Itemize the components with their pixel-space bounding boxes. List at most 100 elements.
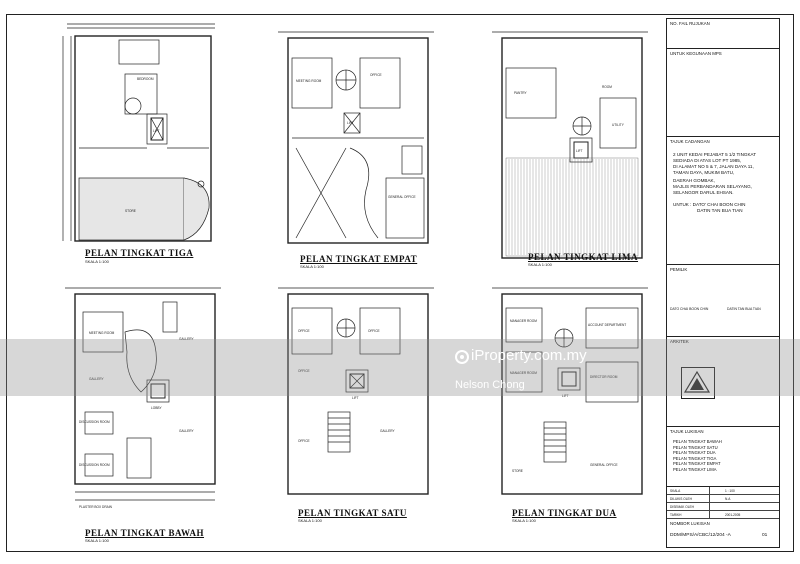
project-line-3: DI ALAMAT NO 5 & 7, JALAN DAYA 11,: [673, 164, 754, 169]
plan-satu-room-6: OFFICE: [298, 439, 310, 443]
project-line-7: SELANGOR DARUL EHSAN.: [673, 190, 734, 195]
info-key-3: DISEMAK OLEH: [670, 504, 694, 509]
info-val-4: 2001-2005: [725, 512, 741, 517]
plan-tiga-scale: SKALA 1:100: [85, 259, 109, 264]
plan-empat-room-2: OFFICE: [370, 73, 382, 77]
drawing-item-2: PELAN TINGKAT SATU: [673, 444, 718, 450]
plan-empat-room-4: GENERAL OFFICE: [388, 195, 416, 199]
plan-tingkat-lima: PANTRY ROOM LIFT UTILITY PELAN TINGKAT L…: [482, 18, 657, 268]
architect-stamp: [681, 367, 715, 399]
drawing-item-6: PELAN TINGKAT LIMA: [673, 466, 717, 472]
file-ref-box: NO. FAIL RUJUKAN: [667, 19, 779, 49]
architect-stamp-icon: [683, 370, 711, 393]
plan-lima-title: PELAN TINGKAT LIMA: [528, 252, 639, 262]
plan-tiga-title: PELAN TINGKAT TIGA: [85, 248, 194, 258]
plan-lima-room-1: PANTRY: [514, 91, 528, 95]
plan-satu-room-3: OFFICE: [298, 369, 310, 373]
owner-label: PEMILIK: [670, 267, 688, 272]
plan-satu-room-4: LIFT: [352, 396, 359, 400]
plan-empat-room-3: LIFT: [347, 121, 354, 125]
watermark-brand: iProperty.com.my: [471, 347, 587, 364]
project-label: TAJUK CADANGAN: [670, 139, 710, 144]
plan-bawah-note: PLASTER BOX DRAIN: [79, 505, 113, 509]
plan-tiga-room-1: BEDROOM: [137, 77, 154, 81]
drawing-title-label: TAJUK LUKISAN: [670, 429, 704, 434]
plan-bawah-room-5: DISCUSSION ROOM: [79, 420, 110, 424]
drawing-title-box: TAJUK LUKISAN PELAN TINGKAT BAWAH PELAN …: [667, 427, 779, 487]
plan-lima-room-2: ROOM: [602, 85, 612, 89]
plan-dua-room-7: STORE: [512, 469, 523, 473]
approval-label: UNTUK KEGUNAAN MPS: [670, 51, 722, 56]
plan-satu-title: PELAN TINGKAT SATU: [298, 508, 407, 518]
architect-label: ARKITEK: [670, 339, 689, 344]
plan-satu-room-2: OFFICE: [368, 329, 380, 333]
info-key-4: TARIKH: [670, 512, 682, 517]
info-val-2: N.A: [725, 496, 731, 501]
plan-tingkat-tiga: BEDROOM LIFT STORE PELAN TINGKAT TIGA SK…: [55, 18, 225, 264]
info-row-date: TARIKH 2001-2005: [667, 511, 779, 519]
client-line-1: UNTUK : DATO' CHAI BOON CHIN: [673, 202, 746, 207]
info-row-scale: SKALA 1 : 100: [667, 487, 779, 495]
plan-tiga-drawing: BEDROOM LIFT STORE: [62, 23, 215, 242]
plan-satu-drawing: OFFICE OFFICE OFFICE LIFT GALLERY OFFICE: [278, 287, 434, 495]
plan-dua-room-4: MANAGER ROOM: [510, 371, 537, 375]
client-line-2: DATIN TAN BUA TIAN: [697, 208, 743, 213]
plan-lima-drawing: PANTRY ROOM LIFT UTILITY: [492, 31, 648, 259]
plan-tiga-room-3: STORE: [125, 209, 136, 213]
drawing-item-5: PELAN TINGKAT EMPAT: [673, 461, 721, 467]
info-key-1: SKALA: [670, 488, 681, 493]
drawing-number-box: NOMBOR LUKISAN DDM/MPS/A/CBC/12/204 -A 0…: [667, 519, 779, 547]
plan-dua-room-3: DIRECTOR ROOM: [590, 375, 618, 379]
plan-dua-room-5: GENERAL OFFICE: [590, 463, 618, 467]
drawing-item-1: PELAN TINGKAT BAWAH: [673, 439, 722, 444]
approval-box: UNTUK KEGUNAAN MPS: [667, 49, 779, 137]
plan-bawah-drawing: MEETING ROOM GALLERY GALLERY LOBBY DISCU…: [65, 287, 221, 509]
plan-bawah-scale: SKALA 1:100: [85, 538, 109, 543]
plan-satu-room-1: OFFICE: [298, 329, 310, 333]
plan-lima-room-3: LIFT: [576, 149, 583, 153]
plan-tingkat-empat: MEETING ROOM OFFICE LIFT GENERAL OFFICE …: [268, 18, 440, 269]
plan-empat-scale: SKALA 1:100: [300, 264, 324, 269]
drawing-number-label: NOMBOR LUKISAN: [670, 521, 710, 526]
plan-tingkat-satu: OFFICE OFFICE OFFICE LIFT GALLERY OFFICE…: [268, 282, 440, 526]
plan-lima-room-4: UTILITY: [612, 123, 625, 127]
drawing-sheet-border: [6, 14, 794, 552]
info-row-drawn: DILUKIS OLEH N.A: [667, 495, 779, 503]
plan-satu-room-5: GALLERY: [380, 429, 396, 433]
architect-box: ARKITEK: [667, 337, 779, 427]
plan-dua-room-1: MANAGER ROOM: [510, 319, 537, 323]
plan-dua-drawing: MANAGER ROOM ACCOUNT DEPARTMENT DIRECTOR…: [492, 287, 648, 495]
plan-dua-title: PELAN TINGKAT DUA: [512, 508, 617, 518]
drawing-number: DDM/MPS/A/CBC/12/204 -A: [670, 533, 731, 538]
plan-bawah-room-1: MEETING ROOM: [89, 331, 115, 335]
plan-bawah-room-2: GALLERY: [89, 377, 105, 381]
plan-dua-scale: SKALA 1:100: [512, 518, 536, 523]
project-line-2: SEDIADA DI ATAS LOT PT 1985,: [673, 158, 742, 163]
plan-bawah-room-3: GALLERY: [179, 337, 195, 341]
plan-bawah-room-4: LOBBY: [151, 406, 163, 410]
plan-dua-room-2: ACCOUNT DEPARTMENT: [588, 323, 626, 327]
project-line-5: DAERAH GOMBAK,: [673, 178, 715, 183]
plan-bawah-room-7: GALLERY: [179, 429, 195, 433]
title-block: NO. FAIL RUJUKAN UNTUK KEGUNAAN MPS TAJU…: [666, 18, 780, 548]
project-line-4: TAMAN DAYA, MUKIM BATU,: [673, 170, 735, 175]
plan-empat-drawing: MEETING ROOM OFFICE LIFT GENERAL OFFICE: [278, 31, 434, 244]
info-val-1: 1 : 100: [725, 488, 735, 493]
plan-bawah-title: PELAN TINGKAT BAWAH: [85, 528, 205, 538]
drawing-item-3: PELAN TINGKAT DUA: [673, 450, 716, 456]
drawing-list: PELAN TINGKAT BAWAH PELAN TINGKAT SATU P…: [673, 439, 722, 473]
owner-1: DATO CHAI BOON CHIN: [670, 307, 709, 311]
plan-tiga-room-2: LIFT: [153, 129, 160, 133]
plan-empat-room-1: MEETING ROOM: [296, 79, 322, 83]
sheet-number: 01: [762, 533, 768, 538]
drawing-item-4: PELAN TINGKAT TIGA: [673, 455, 717, 461]
watermark-agent: Nelson Chong: [455, 379, 525, 391]
file-ref-label: NO. FAIL RUJUKAN: [670, 21, 710, 26]
project-box: TAJUK CADANGAN 2 UNIT KEDAI PEJABAT 5 1/…: [667, 137, 779, 265]
owner-box: PEMILIK DATO CHAI BOON CHIN DATIN TAN BU…: [667, 265, 779, 337]
owner-2: DATIN TAN BUA TIAN: [727, 307, 761, 311]
plan-tingkat-bawah: MEETING ROOM GALLERY GALLERY LOBBY DISCU…: [55, 282, 225, 552]
plan-bawah-room-6: DISCUSSION ROOM: [79, 463, 110, 467]
plan-dua-room-6: LIFT: [562, 394, 569, 398]
plan-satu-scale: SKALA 1:100: [298, 518, 322, 523]
